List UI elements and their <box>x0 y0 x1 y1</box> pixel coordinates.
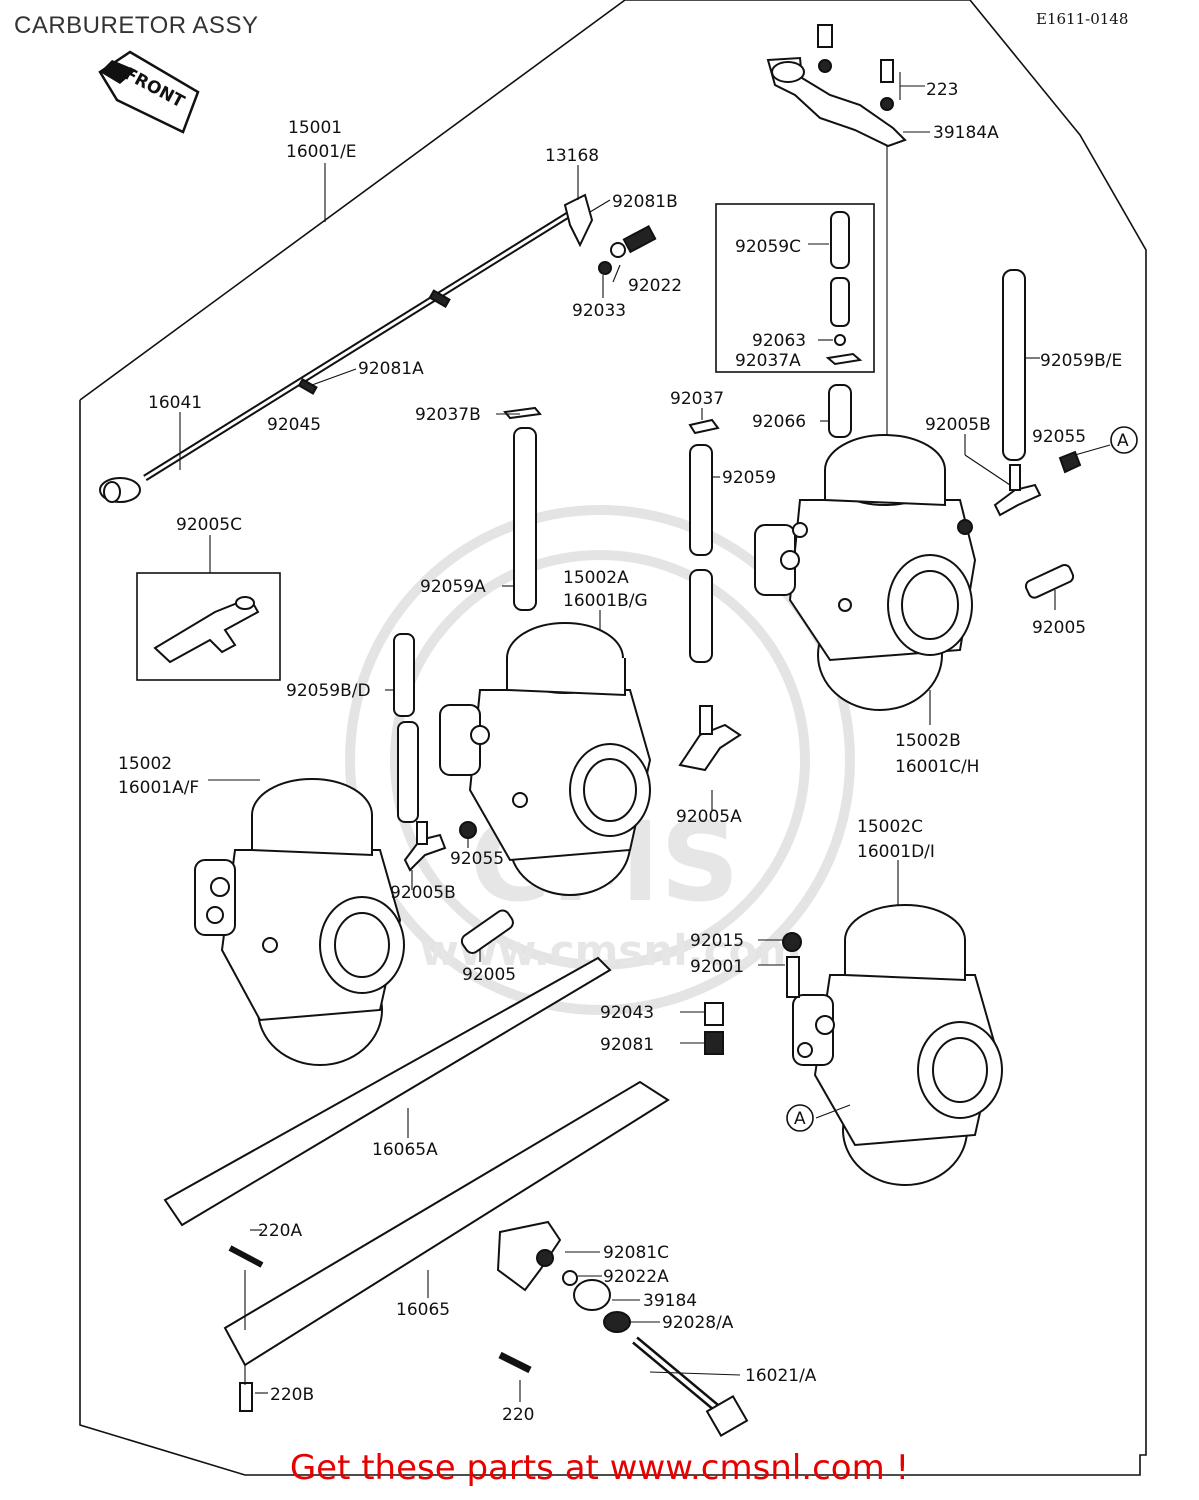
callout-223: 223 <box>926 80 958 100</box>
callout-92045: 92045 <box>267 415 321 435</box>
callout-16021A: 16021/A <box>745 1366 817 1386</box>
callout-15002A: 15002A <box>563 568 629 588</box>
callout-92066: 92066 <box>752 412 806 432</box>
callout-39184A: 39184A <box>933 123 999 143</box>
rail-16065 <box>223 1080 670 1367</box>
callout-15002B: 15002B <box>895 731 961 751</box>
front-arrow-icon: FRONT <box>98 50 200 134</box>
pipe-92059-upper <box>689 444 713 556</box>
leader-lines <box>179 72 1111 1402</box>
callout-15002C: 15002C <box>857 817 923 837</box>
callout-92059C: 92059C <box>735 237 801 257</box>
detail-box <box>715 203 875 373</box>
bracket-39184 <box>228 1220 749 1437</box>
callout-92005B-mid: 92005B <box>390 883 456 903</box>
callout-15002: 15002 <box>118 754 172 774</box>
pipe-92059-lower <box>689 569 713 663</box>
callout-16065A: 16065A <box>372 1140 438 1160</box>
callout-16001BG: 16001B/G <box>563 591 648 611</box>
callout-92001: 92001 <box>690 957 744 977</box>
callout-16001E: 16001/E <box>286 142 357 162</box>
callout-92005A: 92005A <box>676 807 742 827</box>
callout-92033: 92033 <box>572 301 626 321</box>
reference-A-bottom: A <box>794 1109 806 1129</box>
carburetor-15002C <box>792 904 1003 1186</box>
callout-92022: 92022 <box>628 276 682 296</box>
callout-92043: 92043 <box>600 1003 654 1023</box>
callout-220B: 220B <box>270 1385 314 1405</box>
fitting-92005C-box <box>136 572 281 681</box>
callout-92081B: 92081B <box>612 192 678 212</box>
callout-92015: 92015 <box>690 931 744 951</box>
carburetor-15002A <box>439 622 652 896</box>
callout-92059: 92059 <box>722 468 776 488</box>
callout-16065: 16065 <box>396 1300 450 1320</box>
callout-39184: 39184 <box>643 1291 697 1311</box>
callout-16001CH: 16001C/H <box>895 757 979 777</box>
callout-16001DI: 16001D/I <box>857 842 935 862</box>
callout-92063: 92063 <box>752 331 806 351</box>
assembly-outline <box>79 0 1147 1476</box>
lever-13168 <box>563 193 657 275</box>
callout-92005B-top: 92005B <box>925 415 991 435</box>
callout-92005-mid: 92005 <box>462 965 516 985</box>
callout-92028A: 92028/A <box>662 1313 734 1333</box>
callout-92081A: 92081A <box>358 359 424 379</box>
callout-92055-top: 92055 <box>1032 427 1086 447</box>
fittings <box>403 450 1082 1055</box>
callout-220A: 220A <box>258 1221 302 1241</box>
pipe-92059BD-lower <box>397 721 419 823</box>
callout-92037: 92037 <box>670 389 724 409</box>
callout-92059BD: 92059B/D <box>286 681 371 701</box>
callout-92059BE: 92059B/E <box>1040 351 1122 371</box>
page-title: CARBURETOR ASSY <box>14 12 259 39</box>
callout-92037B: 92037B <box>415 405 481 425</box>
callout-92037A: 92037A <box>735 351 801 371</box>
callout-92081C: 92081C <box>603 1243 669 1263</box>
rail-16065A <box>163 956 612 1227</box>
callout-labels: 223 39184A 15001 16001/E 13168 92081B 92… <box>118 80 1129 1425</box>
callout-92005C: 92005C <box>176 515 242 535</box>
reference-circle-top <box>1110 426 1138 454</box>
shop-parts-link[interactable]: Get these parts at www.cmsnl.com ! <box>289 1448 910 1488</box>
carburetor-15002 <box>194 778 405 1066</box>
callout-16001AF: 16001A/F <box>118 778 199 798</box>
reference-circle-bottom <box>786 1104 814 1132</box>
callout-92022A: 92022A <box>603 1267 669 1287</box>
drawing-code: E1611-0148 <box>1036 10 1129 28</box>
pipe-92059BD-upper <box>393 633 415 717</box>
carburetor-15002B <box>754 434 977 711</box>
callout-92005-right: 92005 <box>1032 618 1086 638</box>
callout-16041: 16041 <box>148 393 202 413</box>
reference-A-top: A <box>1117 431 1129 451</box>
callout-92059A: 92059A <box>420 577 486 597</box>
callout-92081: 92081 <box>600 1035 654 1055</box>
callout-220: 220 <box>502 1405 534 1425</box>
pipe-92059A <box>513 427 537 611</box>
pipe-92059BE <box>1002 269 1026 461</box>
throttle-shaft-16041 <box>99 212 570 503</box>
pipe-92066 <box>828 384 852 438</box>
callout-92055-mid: 92055 <box>450 849 504 869</box>
bracket-39184A <box>766 24 907 440</box>
callout-15001: 15001 <box>288 118 342 138</box>
callout-13168: 13168 <box>545 146 599 166</box>
